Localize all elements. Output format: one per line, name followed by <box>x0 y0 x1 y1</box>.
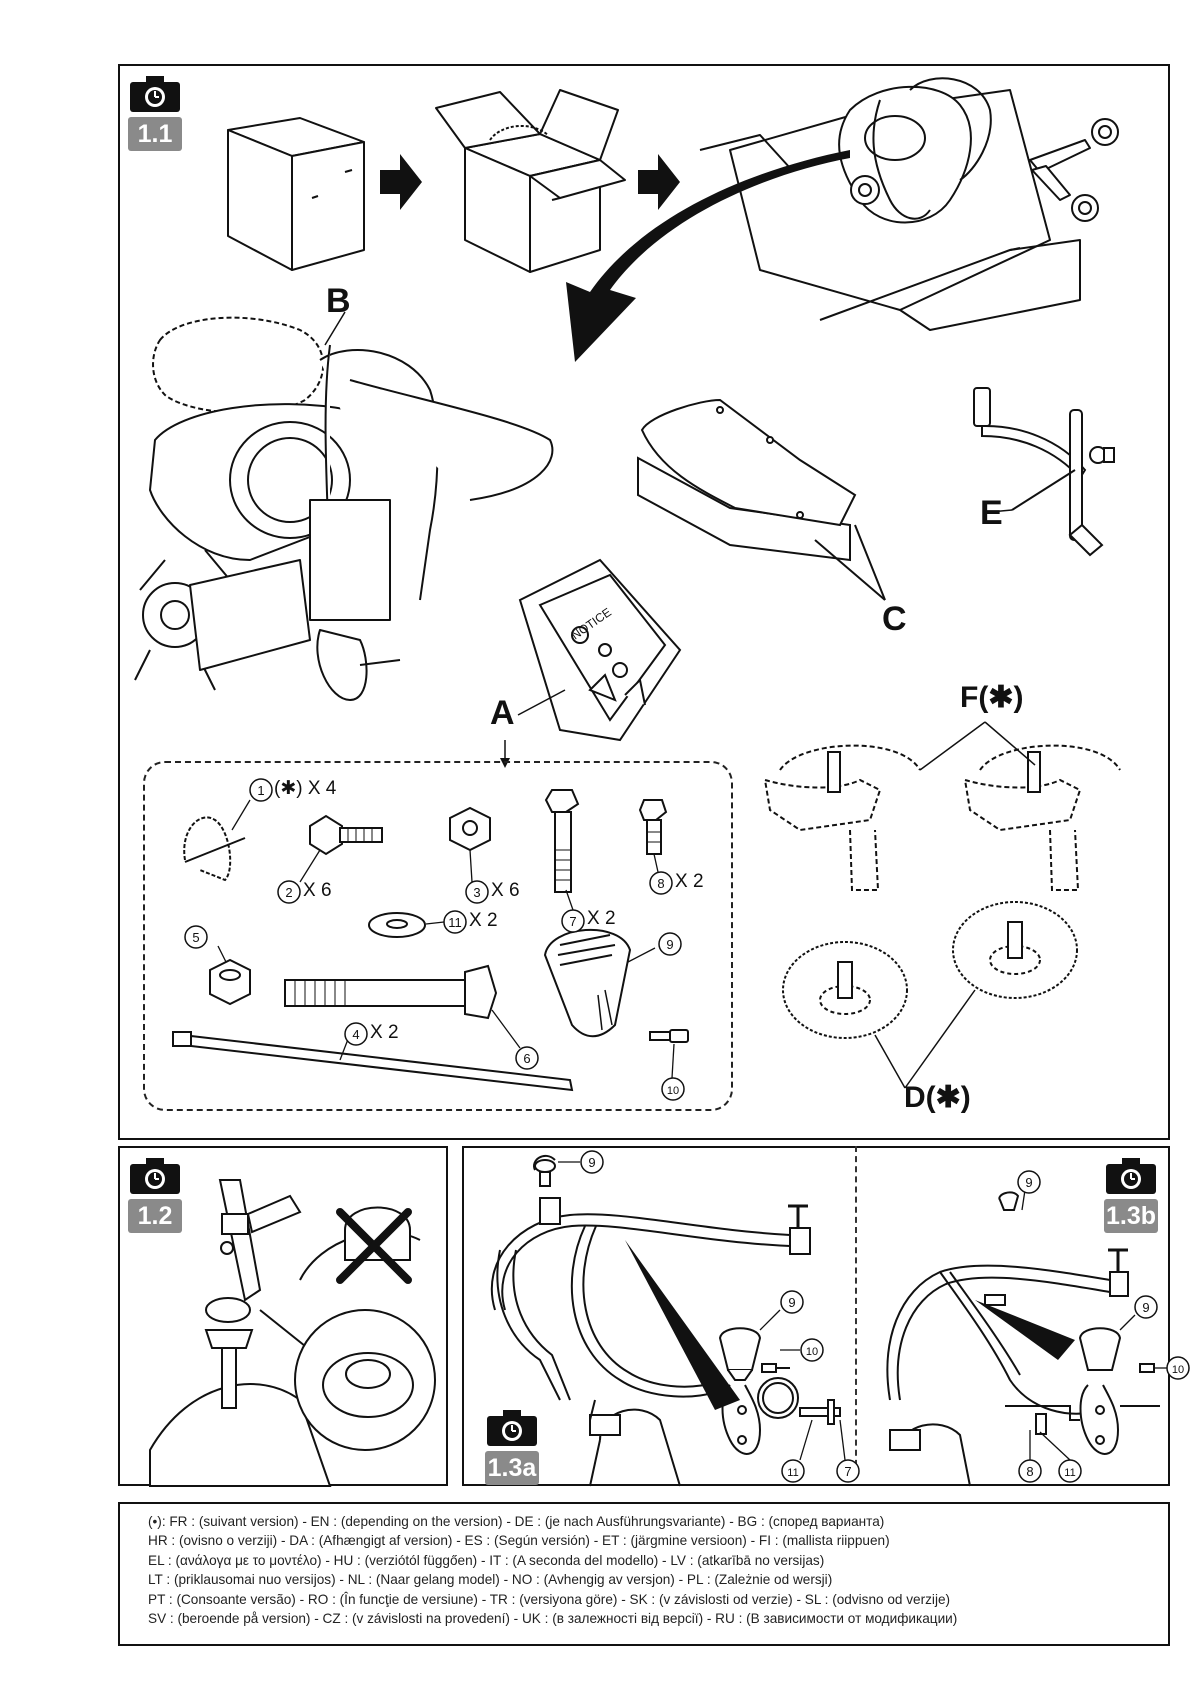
part-number-10: 10 <box>1172 1364 1184 1376</box>
part-number-5: 5 <box>192 930 199 945</box>
part-number-7: 7 <box>844 1464 851 1479</box>
qty-8: X 2 <box>675 871 704 892</box>
qty-2: X 6 <box>303 880 332 901</box>
opened-box-tiller-icon <box>699 77 1081 331</box>
version-legend: (•): FR : (suivant version) - EN : (depe… <box>118 1502 1170 1646</box>
part-number-3: 3 <box>473 885 480 900</box>
label-c: C <box>882 600 907 638</box>
label-a: A <box>490 694 515 732</box>
cardboard-sheets-icon <box>637 398 886 601</box>
part-number-circles <box>184 778 685 1101</box>
camera-icon <box>130 1158 180 1194</box>
accessory-kit-box <box>143 761 733 1111</box>
linch-pin-icon <box>183 816 232 882</box>
notice-bag-icon: NOTICE <box>518 558 682 742</box>
part-number-7: 7 <box>569 914 576 929</box>
qty-3: X 6 <box>491 880 520 901</box>
panel-badge-1-2: 1.2 <box>128 1156 182 1233</box>
label-f: F(✱) <box>960 681 1024 714</box>
part-number-4: 4 <box>352 1027 359 1042</box>
camera-icon <box>1106 1158 1156 1194</box>
label-d: D(✱) <box>904 1081 971 1114</box>
camera-icon <box>130 76 180 112</box>
part-number-8: 8 <box>1026 1464 1033 1479</box>
part-number-6: 6 <box>523 1051 530 1066</box>
panel-divider <box>855 1146 857 1476</box>
part-number-10: 10 <box>806 1346 818 1358</box>
part-number-11: 11 <box>448 915 462 930</box>
closed-box-icon <box>227 117 365 271</box>
qty-1: (✱) X 4 <box>274 778 337 799</box>
panel-badge-1-1: 1.1 <box>128 74 182 151</box>
panel-label: 1.1 <box>128 117 182 151</box>
cable-tie-icon <box>172 1031 574 1092</box>
screw-icon <box>649 1029 689 1043</box>
camera-icon <box>487 1410 537 1446</box>
pointer-wedge-icon <box>975 1300 1075 1360</box>
part-number-9: 9 <box>788 1295 795 1310</box>
part-number-11: 11 <box>1064 1467 1075 1479</box>
long-bolt-icon <box>544 789 580 893</box>
label-e: E <box>980 494 1003 532</box>
legend-line: LT : (priklausomai nuo versijos) - NL : … <box>148 1572 833 1588</box>
arrow-right-icon <box>638 154 680 210</box>
legend-line: PT : (Consoante versão) - RO : (În funcţ… <box>148 1591 951 1607</box>
panel-label: 1.2 <box>128 1199 182 1233</box>
part-number-1: 1 <box>257 783 264 798</box>
part-number-9: 9 <box>666 937 673 952</box>
protective-discs-icon <box>782 901 1078 1039</box>
tiller-machine-icon <box>134 316 554 701</box>
flange-bolt-icon <box>309 814 383 856</box>
part-number-9: 9 <box>1025 1175 1032 1190</box>
part-number-10: 10 <box>667 1085 679 1097</box>
unpacking-illustration: NOTICE <box>134 77 1121 1101</box>
panel-1-3 <box>462 1146 1170 1486</box>
panel-badge-1-3b: 1.3b <box>1104 1156 1158 1233</box>
panel-label: 1.3a <box>485 1451 539 1485</box>
label-b: B <box>326 282 351 320</box>
legend-line: SV : (beroende på version) - CZ : (v záv… <box>148 1611 958 1627</box>
knob-icon <box>543 929 632 1038</box>
arrow-right-icon <box>380 154 422 210</box>
tine-guards-icon <box>763 744 1121 891</box>
panel-label: 1.3b <box>1104 1199 1158 1233</box>
depth-bar-icon <box>973 387 1115 557</box>
qty-11: X 2 <box>469 910 498 931</box>
panel-badge-1-3a: 1.3a <box>485 1408 539 1485</box>
part-number-circles <box>580 1150 1190 1483</box>
legend-line: EL : (ανάλογα με το μοντέλο) - HU : (ver… <box>148 1552 825 1568</box>
legend-line: HR : (ovisno o verziji) - DA : (Afhængig… <box>148 1533 890 1549</box>
hex-nut-icon <box>209 958 251 1006</box>
legend-line: (•): FR : (suivant version) - EN : (depe… <box>148 1514 885 1529</box>
pointer-wedge-icon <box>625 1240 740 1410</box>
prohibited-cross-icon <box>336 1208 412 1284</box>
flange-nut-icon <box>449 806 491 852</box>
part-number-8: 8 <box>657 876 664 891</box>
part-number-9: 9 <box>588 1155 595 1170</box>
hex-bolt-icon <box>284 964 498 1020</box>
washer-icon <box>368 912 426 938</box>
scissors-icon <box>1029 118 1119 222</box>
part-number-11: 11 <box>787 1467 798 1479</box>
part-number-9: 9 <box>1142 1300 1149 1315</box>
part-number-2: 2 <box>285 885 292 900</box>
open-box-icon <box>435 89 626 273</box>
curved-arrow-icon <box>566 150 850 362</box>
qty-4: X 2 <box>370 1022 399 1043</box>
qty-7: X 2 <box>587 908 616 929</box>
